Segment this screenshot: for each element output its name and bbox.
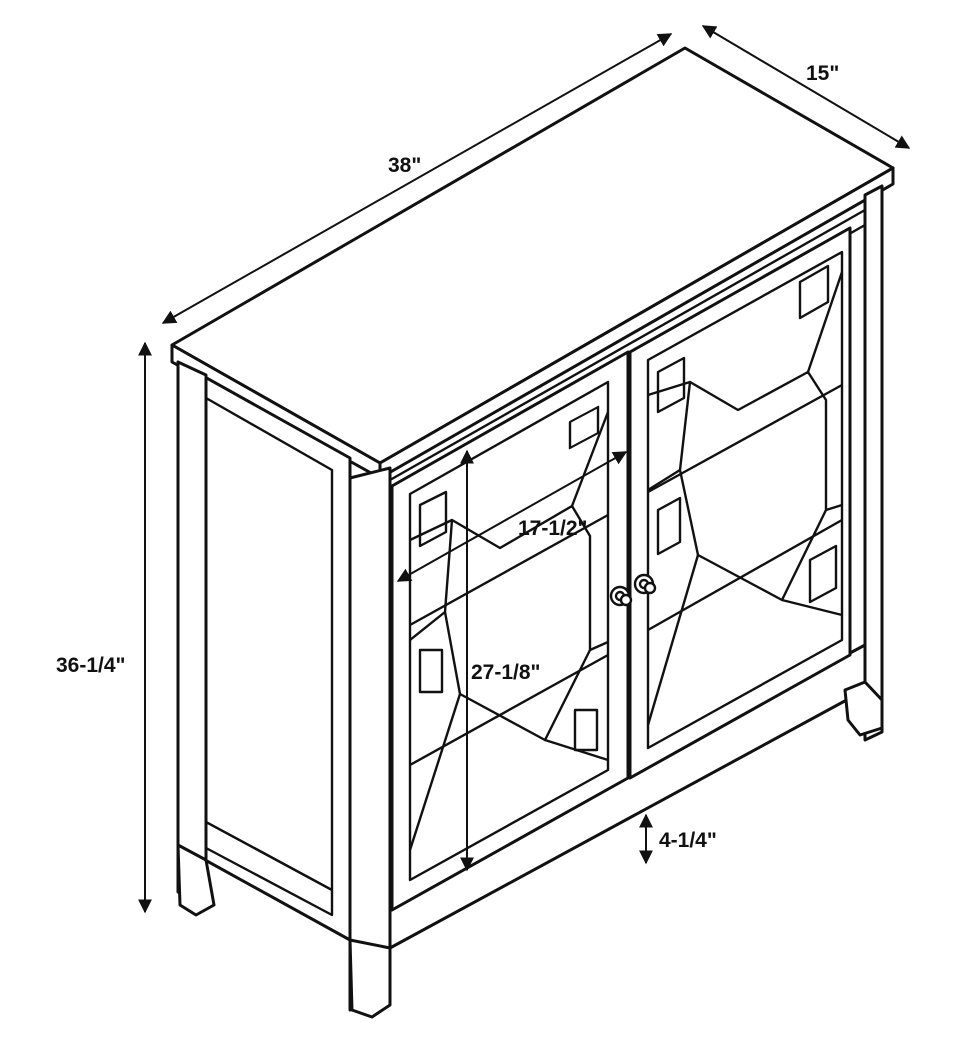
dim-label-door-width: 17-1/2": [518, 517, 588, 540]
dimension-labels: 38" 15" 36-1/4" 17-1/2" 27-1/8" 4-1/4": [56, 62, 839, 852]
dim-label-door-height: 27-1/8": [471, 661, 541, 684]
dim-label-height: 36-1/4": [56, 654, 126, 677]
dim-label-depth: 15": [806, 62, 839, 85]
dim-label-leg-height: 4-1/4": [659, 829, 717, 852]
front-left-post: [348, 466, 392, 1012]
dimension-lines: [138, 25, 911, 914]
leg-front-left: [348, 938, 392, 1019]
door-knobs: [609, 573, 657, 607]
dim-line-depth: [701, 25, 911, 149]
leg-front-right: [843, 680, 884, 737]
right-door[interactable]: [628, 226, 852, 780]
dim-line-door-width: [396, 451, 628, 582]
front-right-post: [863, 184, 884, 742]
front-face-frame: [388, 208, 867, 497]
dim-label-width: 38": [388, 154, 421, 177]
back-left-post: [176, 360, 208, 907]
leg-back-left: [176, 843, 216, 917]
dim-line-width: [161, 33, 673, 324]
